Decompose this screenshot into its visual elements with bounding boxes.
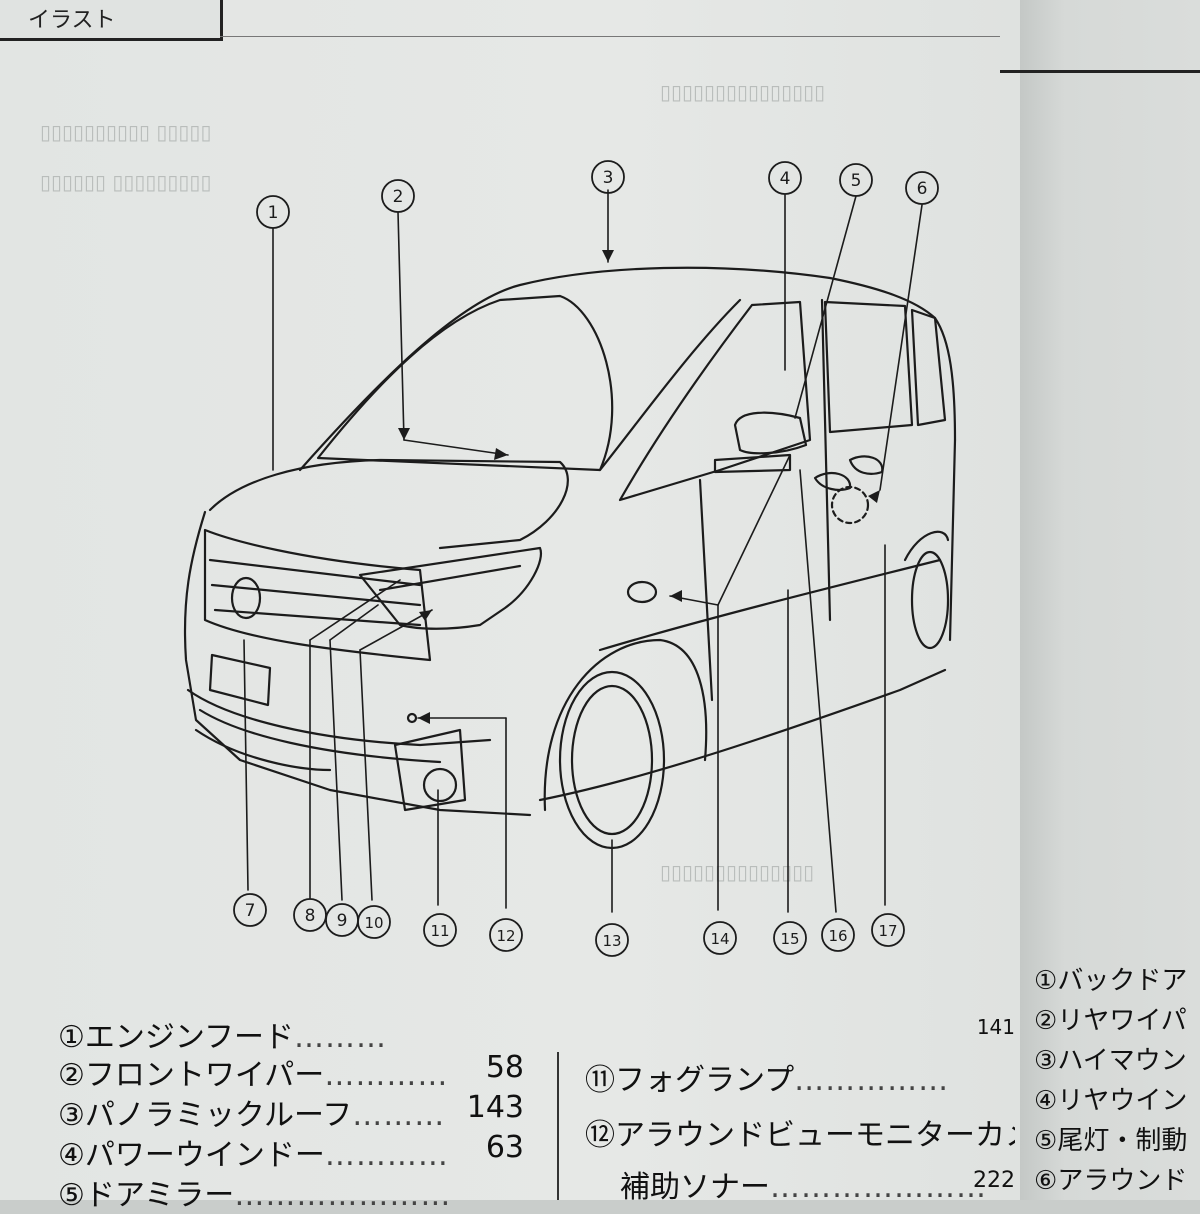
callout-5: 5	[851, 171, 862, 191]
bleed-through-text: ▯▯▯▯▯▯ ▯▯▯▯▯▯▯▯▯	[40, 170, 212, 194]
sliding-door-line	[820, 298, 832, 622]
callout-2: 2	[393, 187, 404, 207]
legend-column-divider	[557, 1052, 559, 1200]
sill	[538, 668, 947, 802]
callout-8: 8	[305, 906, 316, 926]
front-wheel-arch	[543, 638, 708, 812]
door-switch	[830, 485, 870, 525]
legend-item: ②フロントワイパー………… 58	[58, 1050, 524, 1093]
callout-6: 6	[917, 179, 928, 199]
callout-15: 15	[780, 930, 799, 948]
legend-item: 補助ソナー………………… 222	[620, 1168, 1015, 1205]
header-rule	[220, 36, 1000, 37]
right-page-item: ③ハイマウン	[1034, 1046, 1187, 1076]
legend-item: ④パワーウインドー………… 63	[58, 1130, 524, 1173]
legend-item: ⑫アラウンドビューモニターカメラ	[585, 1118, 1015, 1153]
section-tab: イラスト	[0, 0, 223, 41]
callout-10: 10	[364, 914, 383, 932]
grille-outer	[203, 528, 432, 662]
a-pillar	[598, 298, 742, 472]
door-handle	[813, 471, 852, 491]
door-mirror	[733, 411, 808, 455]
callout-11: 11	[430, 922, 449, 940]
side-window-front	[618, 300, 812, 502]
front-wheel	[558, 670, 666, 850]
door-handle	[848, 455, 884, 475]
right-page-item: ②リヤワイパ	[1034, 1006, 1187, 1036]
rear-wheel	[910, 550, 950, 650]
legend-item: ⑪フォグランプ…………… 141	[585, 1015, 1015, 1098]
header-rule-right	[1000, 70, 1200, 73]
callout-9: 9	[337, 911, 348, 931]
manual-page-left	[0, 0, 1020, 1200]
bleed-through-text: ▯▯▯▯▯▯▯▯▯▯▯▯▯▯▯	[660, 80, 826, 104]
vehicle-exterior-diagram: 1 2 3 4 5 6 7 8 9 10 11 12 13 14 15 16 1…	[183, 160, 957, 957]
side-window-rear	[910, 308, 947, 427]
headlight	[358, 546, 543, 630]
body-line	[598, 558, 942, 652]
callout-4: 4	[780, 169, 791, 189]
right-page-item: ⑥アラウンド	[1034, 1166, 1188, 1196]
side-window-mid	[823, 300, 914, 434]
emblem	[230, 576, 262, 620]
callout-16: 16	[828, 927, 847, 945]
rear-wheel-arch	[903, 530, 950, 562]
callout-1: 1	[268, 203, 279, 223]
legend-item: ③パノラミックルーフ……… 143	[58, 1090, 524, 1133]
callout-12: 12	[496, 927, 515, 945]
callout-3: 3	[603, 168, 614, 188]
windshield	[316, 294, 614, 472]
manual-page-right	[1020, 0, 1200, 1200]
legend-item: ⑤ドアミラー…………………	[58, 1178, 452, 1213]
callout-17: 17	[878, 922, 897, 940]
callout-7: 7	[245, 901, 256, 921]
bleed-through-text: ▯▯▯▯▯▯▯▯▯▯ ▯▯▯▯▯	[40, 120, 212, 144]
right-page-item: ⑤尾灯・制動	[1034, 1126, 1188, 1156]
front-door-line	[698, 478, 714, 702]
legend-item: ①エンジンフード………	[58, 1020, 388, 1055]
hood	[208, 458, 569, 550]
fog-lamp-housing	[393, 728, 467, 812]
callout-14: 14	[710, 930, 729, 948]
roof-outline	[298, 266, 957, 472]
camera	[406, 712, 418, 724]
right-page-item: ④リヤウイン	[1034, 1086, 1188, 1116]
callout-13: 13	[602, 932, 621, 950]
fuel-lid	[626, 580, 658, 604]
rear-edge	[948, 438, 957, 642]
right-page-item: ①バックドア	[1034, 966, 1188, 996]
fog-lamp	[422, 767, 458, 803]
license-plate	[208, 653, 272, 707]
section-tab-label: イラスト	[28, 8, 116, 33]
